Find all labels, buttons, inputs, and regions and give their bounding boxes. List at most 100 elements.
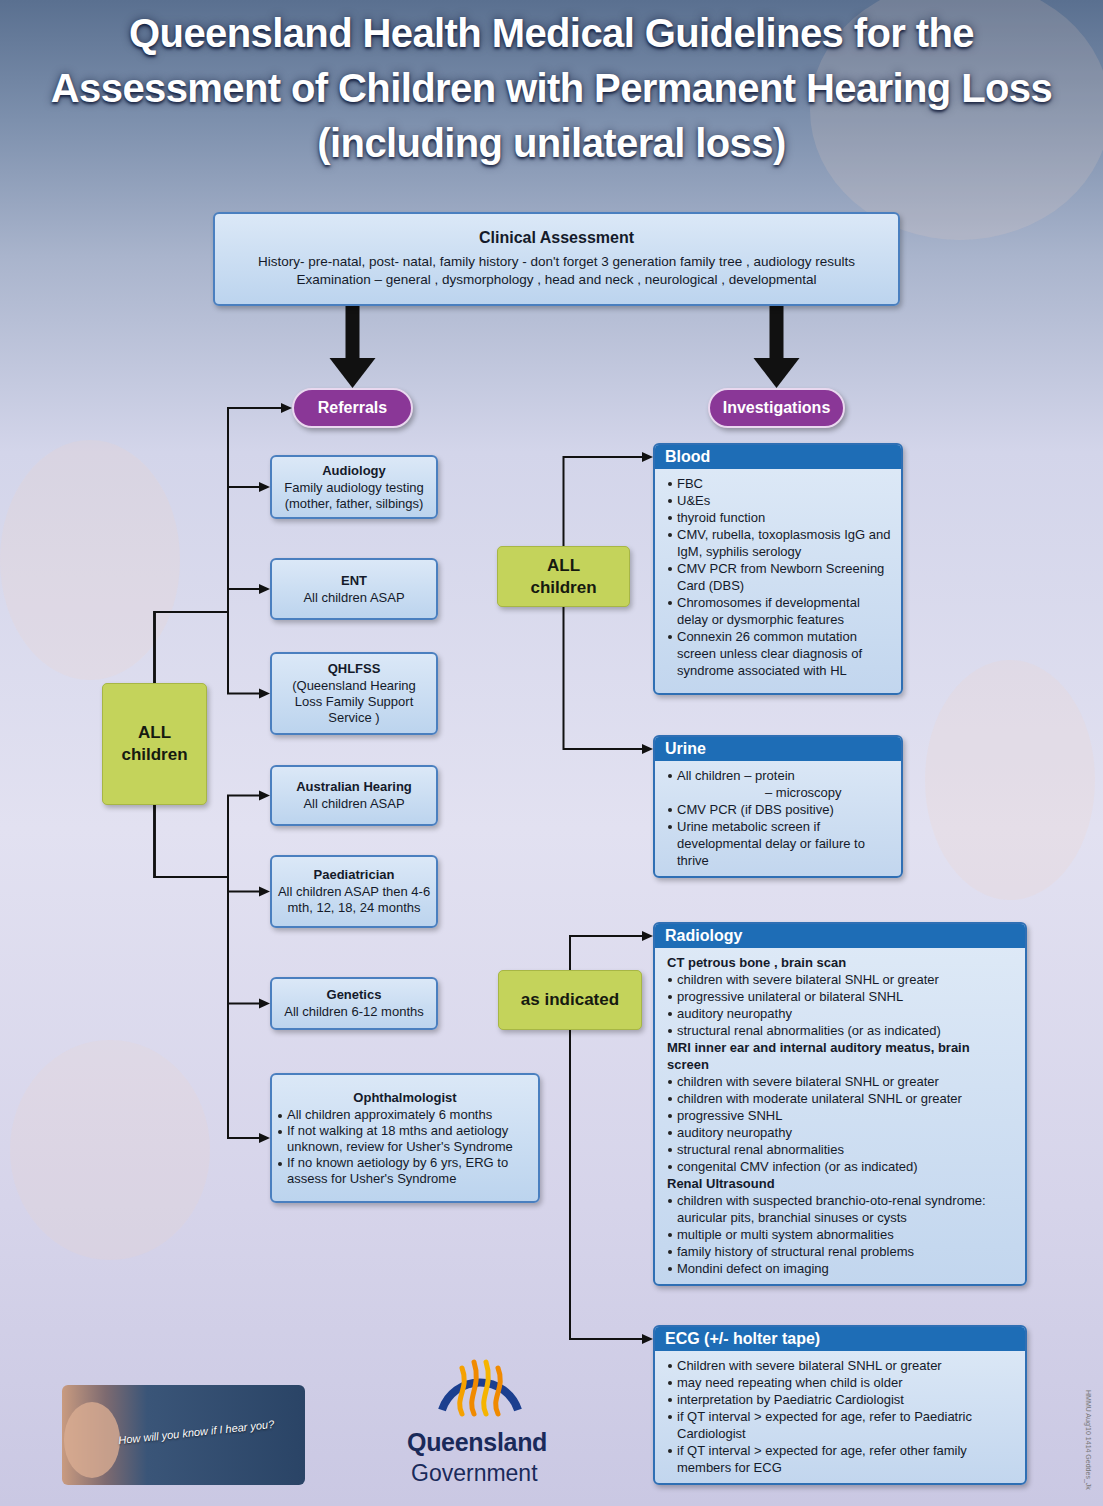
connector-line	[155, 805, 261, 1004]
arrow-head	[642, 1334, 653, 1344]
bullet-item: Connexin 26 common mutation screen unles…	[667, 628, 891, 679]
child-photo-shade	[0, 440, 180, 680]
bullet-item: children with severe bilateral SNHL or g…	[667, 971, 1015, 988]
bullet-item: children with moderate unilateral SNHL o…	[667, 1090, 1015, 1107]
arrow-head	[642, 931, 653, 941]
box-heading: Genetics	[277, 987, 431, 1003]
bullet-item: family history of structural renal probl…	[667, 1243, 1015, 1260]
connector	[754, 306, 800, 388]
box-heading: ENT	[277, 573, 431, 589]
box-label: Investigations	[723, 399, 831, 417]
connector-line	[346, 306, 360, 359]
bullet-item: CMV PCR from Newborn Screening Card (DBS…	[667, 560, 891, 594]
bullet-item: if QT interval > expected for age, refer…	[667, 1408, 1015, 1442]
section-pill: Investigations	[708, 388, 845, 428]
bullet-item: FBC	[667, 475, 891, 492]
connector	[570, 1030, 653, 1344]
panel-body: Children with severe bilateral SNHL or g…	[655, 1351, 1025, 1483]
bullet-item: If no known aetiology by 6 yrs, ERG to a…	[277, 1155, 533, 1187]
box-text: History- pre-natal, post- natal, family …	[227, 253, 886, 271]
referral-box: ENTAll children ASAP	[270, 558, 438, 620]
bullet-item: may need repeating when child is older	[667, 1374, 1015, 1391]
referral-box: GeneticsAll children 6-12 months	[270, 977, 438, 1030]
government-logo	[442, 1362, 518, 1414]
arrow-head	[754, 358, 800, 388]
box-text: All children ASAP	[277, 590, 431, 606]
investigation-panel: BloodFBCU&Esthyroid functionCMV, rubella…	[653, 443, 903, 695]
bullet-item: Children with severe bilateral SNHL or g…	[667, 1357, 1015, 1374]
arrow-head	[259, 791, 270, 801]
panel-heading: Blood	[655, 445, 901, 469]
bullet-item: CMV PCR (if DBS positive)	[667, 801, 891, 818]
baby-photo	[62, 1385, 305, 1485]
bullet-item: thyroid function	[667, 509, 891, 526]
sub-heading: MRI inner ear and internal auditory meat…	[667, 1039, 1015, 1073]
connector	[155, 584, 271, 683]
connector	[155, 805, 271, 897]
connector-line	[570, 936, 643, 970]
connector-line	[564, 457, 644, 546]
print-code: HMMU Aug'10 1414 Geddes_Jk	[1085, 1390, 1092, 1490]
box-heading: Australian Hearing	[277, 779, 431, 795]
arrow-head	[259, 1133, 270, 1143]
panel-body: All children – protein– microscopyCMV PC…	[655, 761, 901, 876]
bullet-item: interpretation by Paediatric Cardiologis…	[667, 1391, 1015, 1408]
box-text: Examination – general , dysmorphology , …	[227, 271, 886, 289]
arrow-head	[642, 744, 653, 754]
panel-heading: Urine	[655, 737, 901, 761]
box-text: All children ASAP then 4-6 mth, 12, 18, …	[277, 884, 431, 916]
box-label: Referrals	[318, 399, 387, 417]
bullet-item: CMV, rubella, toxoplasmosis IgG and IgM,…	[667, 526, 891, 560]
bullet-item: progressive unilateral or bilateral SNHL	[667, 988, 1015, 1005]
panel-heading: Radiology	[655, 924, 1025, 948]
connector-line	[155, 805, 261, 1138]
logo-arc	[442, 1382, 518, 1410]
bullet-item: All children – protein	[667, 767, 891, 784]
connector	[155, 805, 271, 1009]
list-continuation: – microscopy	[667, 784, 891, 801]
box-heading: Clinical Assessment	[227, 229, 886, 247]
referral-box: PaediatricianAll children ASAP then 4-6 …	[270, 855, 438, 928]
box-text: Family audiology testing (mother, father…	[277, 480, 431, 512]
logo-text: Government	[411, 1460, 538, 1487]
box-label: ALL children	[117, 722, 192, 766]
box-label: as indicated	[521, 989, 619, 1011]
investigation-panel: ECG (+/- holter tape) Children with sever…	[653, 1325, 1027, 1485]
bullet-item: congenital CMV infection (or as indicate…	[667, 1158, 1015, 1175]
logo-flame	[484, 1362, 489, 1414]
connector-line	[155, 805, 261, 892]
bullet-item: multiple or multi system abnormalities	[667, 1226, 1015, 1243]
referral-box: QHLFSS(Queensland Hearing Loss Family Su…	[270, 652, 438, 735]
bullet-item: auditory neuropathy	[667, 1005, 1015, 1022]
arrow-head	[259, 999, 270, 1009]
investigation-panel: UrineAll children – protein– microscopyC…	[653, 735, 903, 878]
bullet-item: if QT interval > expected for age, refer…	[667, 1442, 1015, 1476]
connector	[330, 306, 376, 388]
panel-body: CT petrous bone , brain scanchildren wit…	[655, 948, 1025, 1284]
page-title: Queensland Health Medical Guidelines for…	[10, 6, 1093, 171]
assessment-box: Clinical AssessmentHistory- pre-natal, p…	[213, 212, 900, 306]
section-pill: Referrals	[292, 388, 413, 428]
connector	[570, 931, 653, 970]
connector-line	[155, 589, 261, 683]
box-text: All children ASAP	[277, 796, 431, 812]
connector	[564, 607, 654, 754]
sub-heading: CT petrous bone , brain scan	[667, 954, 1015, 971]
referral-box: AudiologyFamily audiology testing (mothe…	[270, 455, 438, 519]
child-photo-shade	[925, 660, 1095, 900]
referral-box: Australian HearingAll children ASAP	[270, 765, 438, 826]
connector	[155, 482, 271, 683]
panel-body: FBCU&Esthyroid functionCMV, rubella, tox…	[655, 469, 901, 686]
connector	[155, 403, 293, 683]
bullet-item: children with suspected branchio-oto-ren…	[667, 1192, 1015, 1226]
bullet-item: Urine metabolic screen if developmental …	[667, 818, 891, 869]
panel-heading: ECG (+/- holter tape)	[655, 1327, 1025, 1351]
arrow-head	[259, 689, 270, 699]
arrow-head	[330, 358, 376, 388]
arrow-head	[259, 584, 270, 594]
connector-line	[155, 487, 261, 683]
arrow-head	[281, 403, 292, 413]
bullet-item: structural renal abnormalities	[667, 1141, 1015, 1158]
investigation-panel: RadiologyCT petrous bone , brain scanchi…	[653, 922, 1027, 1286]
